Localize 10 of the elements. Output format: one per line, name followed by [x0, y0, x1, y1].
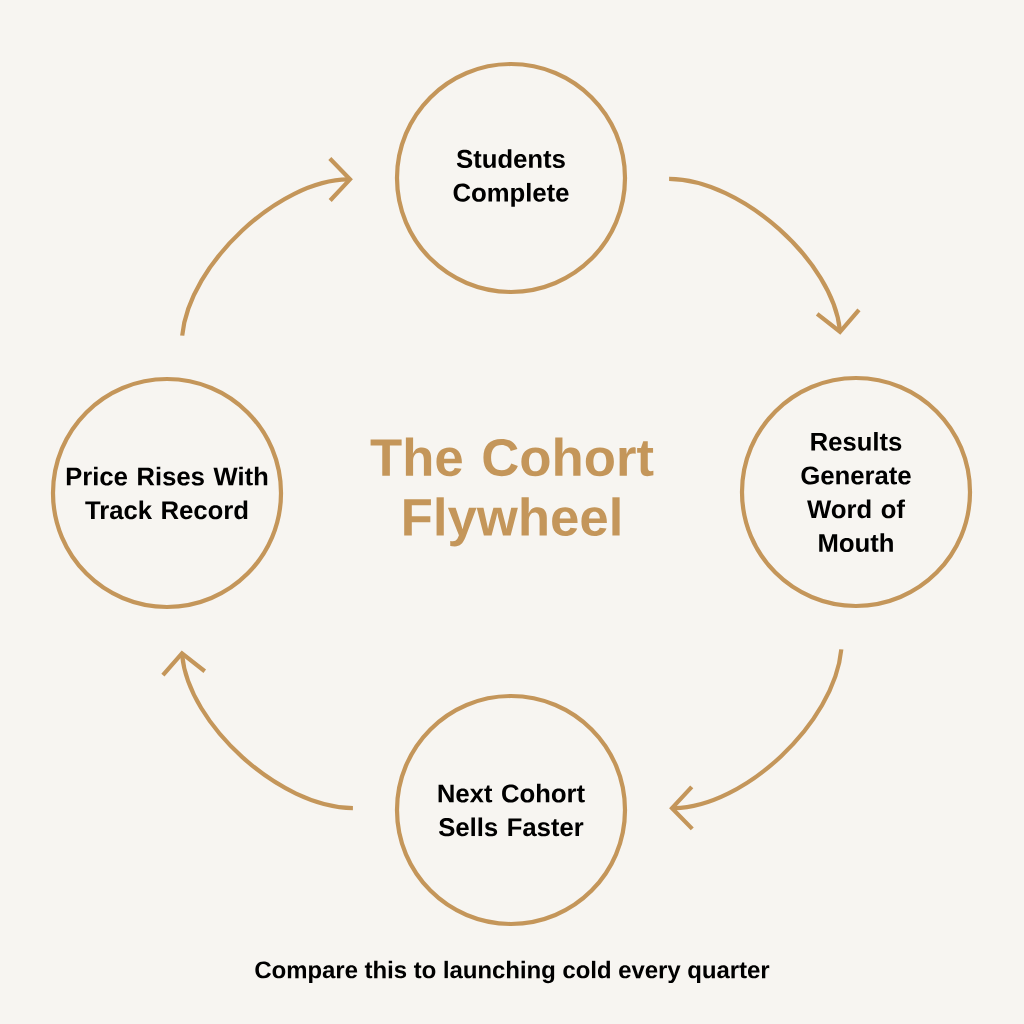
title: The Cohort Flywheel [370, 437, 654, 547]
curved-arrow [668, 176, 861, 335]
circle-node: Price Rises With Track Record [50, 376, 284, 610]
caption: Compare this to launching cold every quarter [255, 960, 770, 984]
circle-node: Students Complete [394, 61, 628, 295]
curved-arrow [180, 157, 353, 337]
curved-arrow [161, 650, 354, 811]
curved-arrow [669, 649, 844, 831]
circle-node: Results Generate Word of Mouth [739, 375, 973, 609]
circle-node: Next Cohort Sells Faster [394, 693, 628, 927]
